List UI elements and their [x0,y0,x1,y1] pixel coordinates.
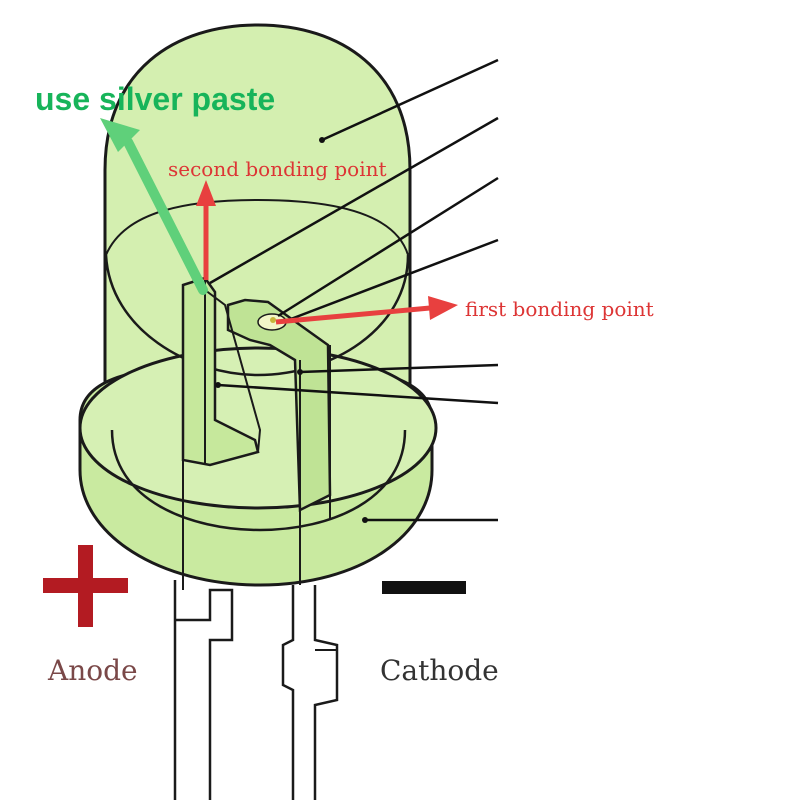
flange-inner-rim [110,429,407,532]
plus-sign-icon [43,545,128,627]
leader-dot-flange [362,517,368,523]
cathode-lead [281,585,339,800]
chip-bond-pad [270,317,276,323]
minus-sign-icon [382,581,466,594]
red-arrow-up-head [196,180,216,206]
cathode-label: Cathode [380,654,499,687]
leader-line-3 [277,176,499,318]
leader-line-4 [282,238,499,324]
cathode-slope [204,289,262,453]
epoxy-dome [103,23,412,422]
flange-top [78,346,438,510]
red-arrow-right-head [428,296,458,320]
anode-post-front [182,278,206,590]
leader-line-6 [217,383,499,405]
silver-paste-label: use silver paste [35,81,275,117]
anode-label: Anode [47,654,138,687]
leader-line-1 [321,58,499,142]
red-arrow-right-shaft [275,305,431,325]
green-arrow-head [100,118,140,152]
green-arrow-shaft [123,137,208,295]
leader-dot-dome [319,137,325,143]
leader-dot-cathode [297,369,303,375]
second-bonding-label: second bonding point [168,157,387,181]
leader-dot-anode [215,382,221,388]
leader-lines [209,58,499,522]
dome-base-curve [104,254,410,377]
anode-post [181,276,260,467]
anode-lead [173,580,234,800]
first-bonding-label: first bonding point [465,297,654,321]
dome-top-curve [105,198,409,256]
cathode-body-line [299,345,331,585]
leader-line-2 [209,116,499,285]
cathode-cup [226,298,332,512]
leader-line-5 [299,363,499,374]
